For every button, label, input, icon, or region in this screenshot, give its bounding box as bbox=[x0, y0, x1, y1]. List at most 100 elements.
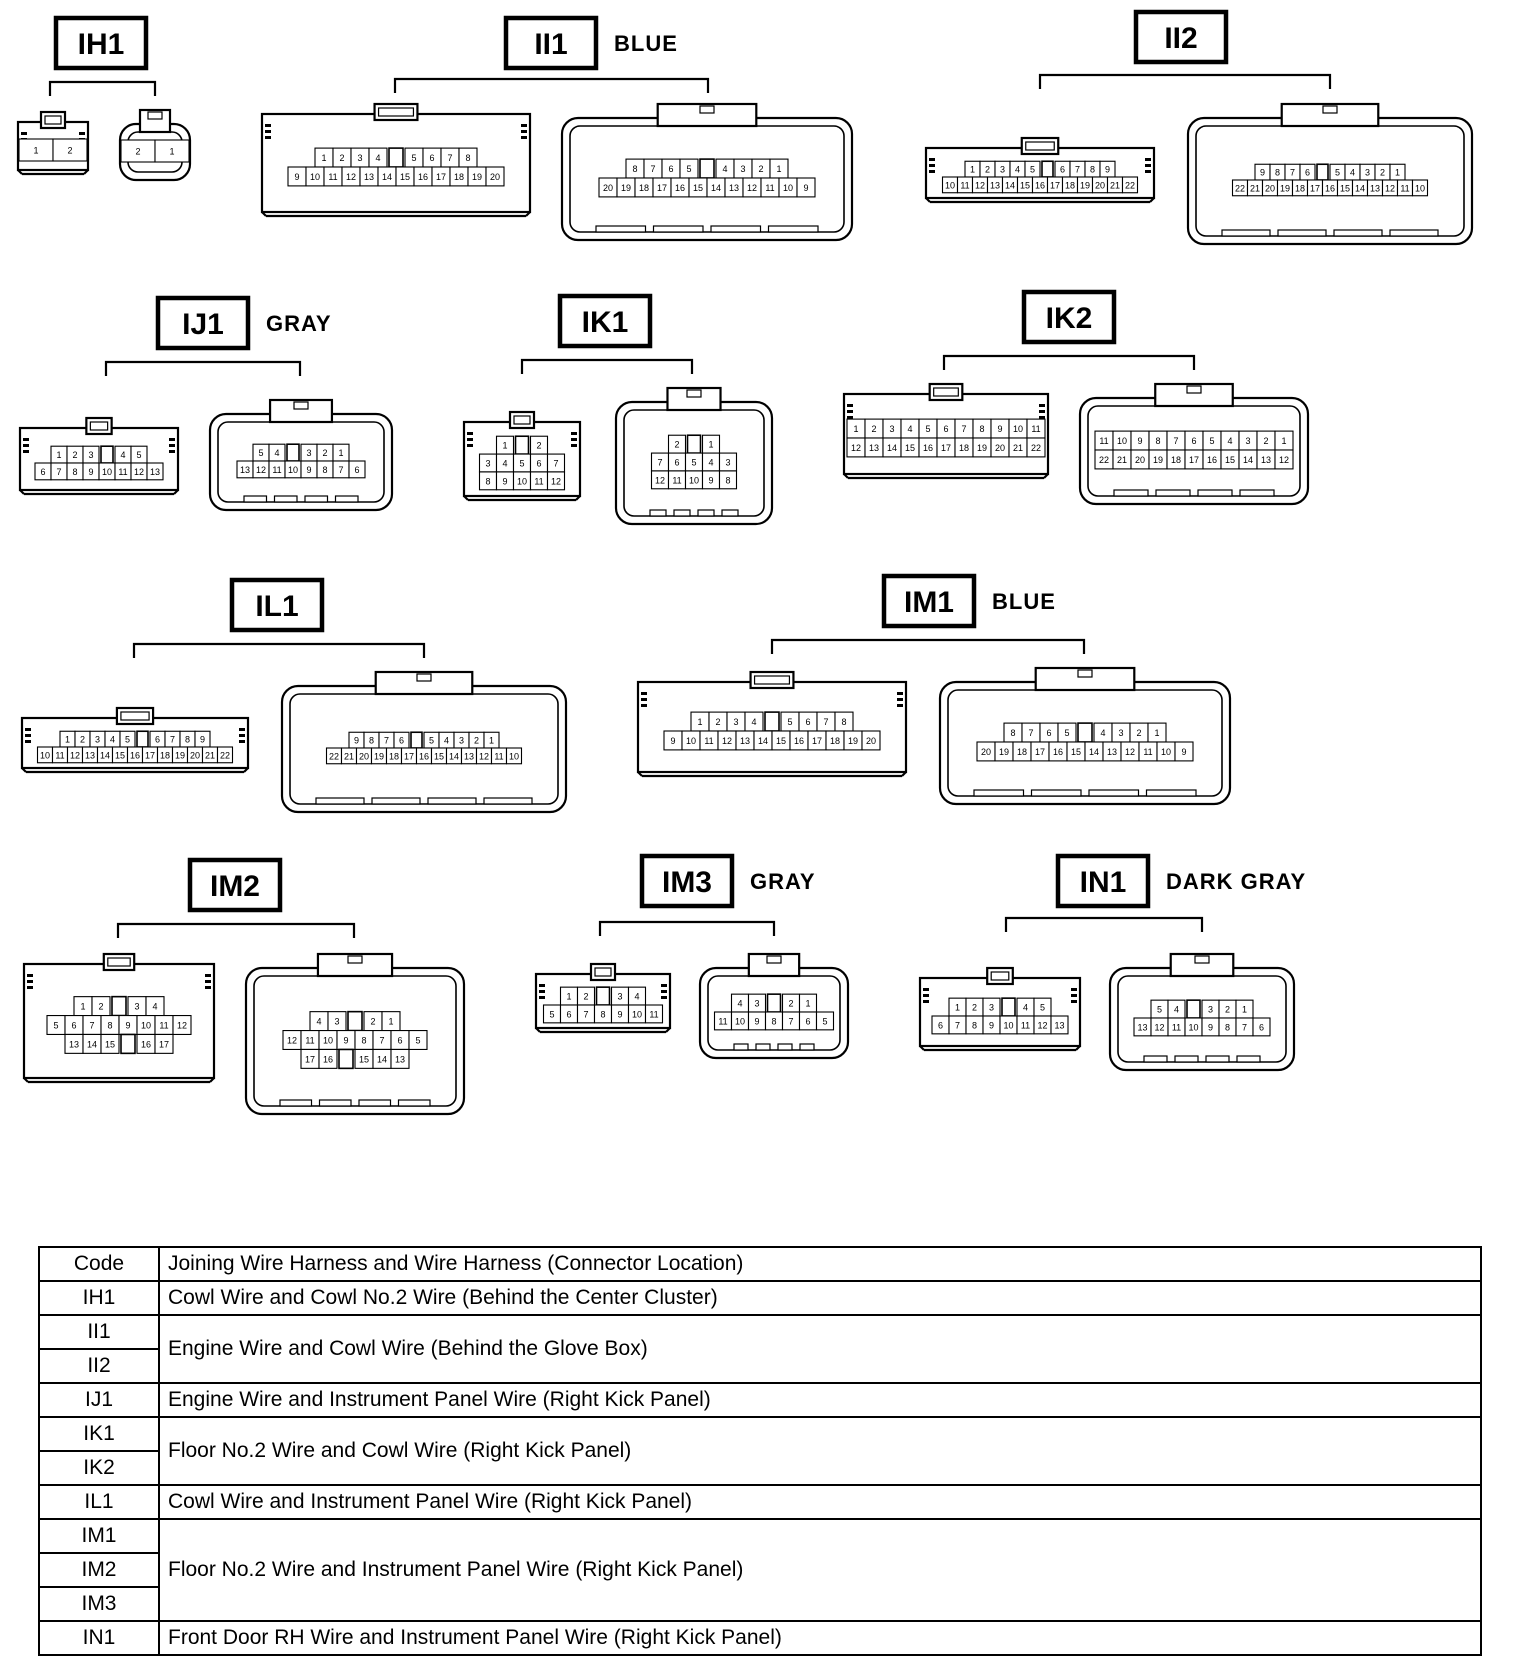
pin-number: 17 bbox=[941, 443, 951, 453]
grip-slot bbox=[652, 225, 704, 233]
pin-number: 19 bbox=[374, 751, 384, 761]
pin-number: 1 bbox=[65, 735, 70, 745]
grip-slot bbox=[1145, 789, 1197, 797]
pin-cavity: 16 bbox=[415, 747, 433, 765]
pin-cavity: 13 bbox=[1050, 1015, 1069, 1035]
pin-number: 7 bbox=[170, 735, 175, 745]
grip-slot bbox=[733, 1043, 749, 1051]
pin-cavity: 5 bbox=[1150, 999, 1169, 1019]
pin-number: 11 bbox=[765, 183, 774, 193]
lock-tab-slot bbox=[1025, 141, 1055, 151]
lock-hood bbox=[1154, 382, 1234, 408]
pin-number: 5 bbox=[53, 1021, 58, 1031]
connector-code-label: IM3 bbox=[662, 866, 712, 899]
table-row: IM2 bbox=[38, 1552, 1481, 1588]
pin-cavity: 17 bbox=[1184, 449, 1204, 470]
pin-cavity: 8 bbox=[965, 1015, 984, 1035]
housing bbox=[918, 976, 1082, 1048]
pin-number: 3 bbox=[306, 448, 311, 458]
pin-cavity: 13 bbox=[146, 462, 164, 481]
flange-edge bbox=[919, 1045, 925, 1051]
grip-slot bbox=[304, 495, 329, 503]
pin-cavity: 12 bbox=[1120, 741, 1140, 762]
pin-number: 8 bbox=[1275, 168, 1280, 178]
pin-cavity: 7 bbox=[576, 1004, 596, 1024]
pin-number: 6 bbox=[354, 465, 359, 475]
pin-number: 12 bbox=[70, 750, 80, 760]
pin-cavity: 11 bbox=[154, 1014, 174, 1035]
pin-cavity: 7 bbox=[948, 1015, 967, 1035]
grip-slot bbox=[649, 509, 667, 517]
pin-cavity: 14 bbox=[753, 730, 773, 751]
guide-rib bbox=[897, 704, 903, 707]
flange-edge bbox=[209, 1077, 215, 1083]
pin-cavity: 1 bbox=[59, 730, 76, 748]
pin-number: 18 bbox=[830, 736, 840, 746]
pin-cavity: 5 bbox=[408, 1030, 428, 1051]
pin-cavity: 13 bbox=[1133, 1017, 1152, 1037]
pin-cavity: 2 bbox=[332, 147, 352, 168]
connector-color-label: GRAY bbox=[750, 869, 816, 894]
pin-cavity: 18 bbox=[954, 437, 974, 458]
pin-number: 6 bbox=[40, 467, 45, 477]
pin-cavity: 9 bbox=[1174, 741, 1194, 762]
flange-edge bbox=[83, 169, 89, 175]
pin-number: 1 bbox=[1395, 168, 1400, 178]
pin-number: 11 bbox=[672, 475, 681, 485]
pin-number: 14 bbox=[1243, 455, 1253, 465]
pin-cavity: 22 bbox=[1094, 449, 1114, 470]
pin-number: 1 bbox=[489, 736, 494, 746]
pin-cavity: 13 bbox=[460, 747, 478, 765]
pin-cavity: 5 bbox=[815, 1011, 835, 1031]
guide-rib bbox=[539, 990, 545, 993]
pin-number: 18 bbox=[639, 183, 649, 193]
table-cell-description: Floor No.2 Wire and Cowl Wire (Right Kic… bbox=[158, 1416, 1482, 1486]
pin-cavity: 13 bbox=[64, 1033, 84, 1054]
lock-hood bbox=[1169, 952, 1235, 978]
pin-number: 20 bbox=[1095, 180, 1105, 190]
pin-number: 15 bbox=[400, 172, 410, 182]
lock-latch bbox=[766, 955, 782, 964]
pin-number: 9 bbox=[617, 1009, 622, 1019]
table-cell-description: Cowl Wire and Cowl No.2 Wire (Behind the… bbox=[158, 1280, 1482, 1316]
pin-cavity: 17 bbox=[936, 437, 956, 458]
guide-rib bbox=[239, 728, 245, 731]
pin-number: 10 bbox=[1415, 183, 1425, 193]
pin-cavity: 22 bbox=[1231, 179, 1249, 197]
pin-cavity: 6 bbox=[559, 1004, 579, 1024]
pin-number: 4 bbox=[110, 735, 115, 745]
pin-cavity: 12 bbox=[742, 177, 762, 198]
pin-cavity: 1 bbox=[798, 993, 818, 1013]
pin-number: 2 bbox=[674, 440, 679, 450]
guide-rib bbox=[1145, 170, 1151, 173]
guide-rib bbox=[897, 692, 903, 695]
pin-cavity: 7 bbox=[643, 158, 663, 179]
pin-number: 12 bbox=[1279, 455, 1289, 465]
pin-number: 13 bbox=[1261, 455, 1271, 465]
pin-number: 8 bbox=[72, 467, 77, 477]
pin-cavity: 6 bbox=[798, 1011, 818, 1031]
pin-number: 4 bbox=[722, 164, 727, 174]
pin-cavity: 10 bbox=[778, 177, 798, 198]
pin-cavity: 4 bbox=[368, 147, 388, 168]
pin-number: 11 bbox=[55, 750, 64, 760]
pin-cavity: 8 bbox=[1084, 160, 1101, 178]
connector-color-label: GRAY bbox=[266, 311, 332, 336]
pin-cavity: 17 bbox=[300, 1048, 320, 1069]
pin-number: 14 bbox=[87, 1039, 97, 1049]
cavity-gap bbox=[100, 445, 114, 464]
pin-cavity: 1 bbox=[1235, 999, 1254, 1019]
pin-cavity: 16 bbox=[670, 177, 690, 198]
pin-number: 14 bbox=[449, 751, 459, 761]
pin-number: 6 bbox=[429, 153, 434, 163]
pin-number: 9 bbox=[1105, 165, 1110, 175]
cavity-gap bbox=[595, 986, 611, 1006]
pin-cavity: 8 bbox=[1269, 163, 1286, 181]
pin-cavity: 4 bbox=[1167, 999, 1186, 1019]
